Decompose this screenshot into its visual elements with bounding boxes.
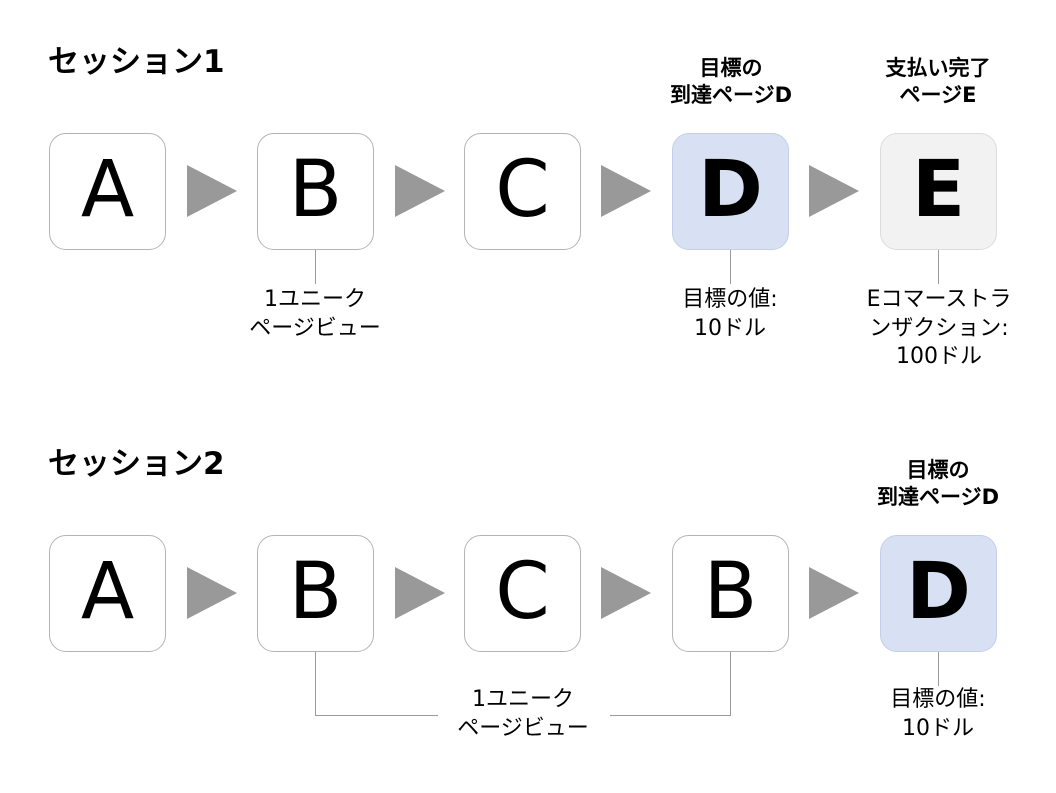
node-letter: B (288, 546, 343, 637)
node-letter: E (911, 144, 966, 235)
session1-node-a[interactable]: A (49, 133, 166, 250)
arrow-right-icon-s1-3 (601, 165, 651, 217)
arrow-right-icon-s1-1 (187, 165, 237, 217)
session2-node-a[interactable]: A (49, 535, 166, 652)
arrow-right-icon-s2-2 (395, 567, 445, 619)
session1-title: セッション1 (48, 44, 225, 80)
session2-node-b1[interactable]: B (257, 535, 374, 652)
arrow-right-icon-s1-2 (395, 165, 445, 217)
session1-node-e-leader-line (938, 250, 939, 284)
arrow-right-icon-s2-1 (187, 567, 237, 619)
arrow-right-icon-s1-4 (809, 165, 859, 217)
session2-node-d-top-label: 目標の 到達ページD (876, 458, 999, 510)
session1-node-d-top-label: 目標の 到達ページD (669, 56, 792, 108)
session1-node-b[interactable]: B (257, 133, 374, 250)
session2-node-d[interactable]: D (880, 535, 997, 652)
node-letter: D (698, 144, 763, 235)
session1-node-b-caption: 1ユニーク ページビュー (249, 287, 381, 341)
session2-node-b2[interactable]: B (672, 535, 789, 652)
arrow-right-icon-s2-3 (601, 567, 651, 619)
session1-node-e-top-label: 支払い完了 ページE (885, 56, 991, 108)
session2-node-c[interactable]: C (464, 535, 581, 652)
session1-node-c[interactable]: C (464, 133, 581, 250)
session2-node-d-caption: 目標の値: 10ドル (890, 687, 986, 741)
session2-bracket-gap-mask (438, 706, 610, 722)
session2-node-d-leader-line (938, 652, 939, 686)
session1-node-e-caption: Eコマーストラ ンザクション: 100ドル (866, 287, 1012, 370)
session2-title: セッション2 (48, 446, 225, 482)
node-letter: A (80, 546, 135, 637)
node-letter: B (288, 144, 343, 235)
node-letter: A (80, 144, 135, 235)
node-letter: B (703, 546, 758, 637)
node-letter: D (906, 546, 971, 637)
session1-node-e[interactable]: E (880, 133, 997, 250)
session1-node-d-leader-line (730, 250, 731, 284)
session1-node-d-caption: 目標の値: 10ドル (682, 287, 778, 341)
node-letter: C (495, 546, 550, 637)
arrow-right-icon-s2-4 (809, 567, 859, 619)
node-letter: C (495, 144, 550, 235)
session1-node-d[interactable]: D (672, 133, 789, 250)
session1-node-b-leader-line (315, 250, 316, 284)
session2-bracket-caption: 1ユニーク ページビュー (457, 687, 589, 741)
